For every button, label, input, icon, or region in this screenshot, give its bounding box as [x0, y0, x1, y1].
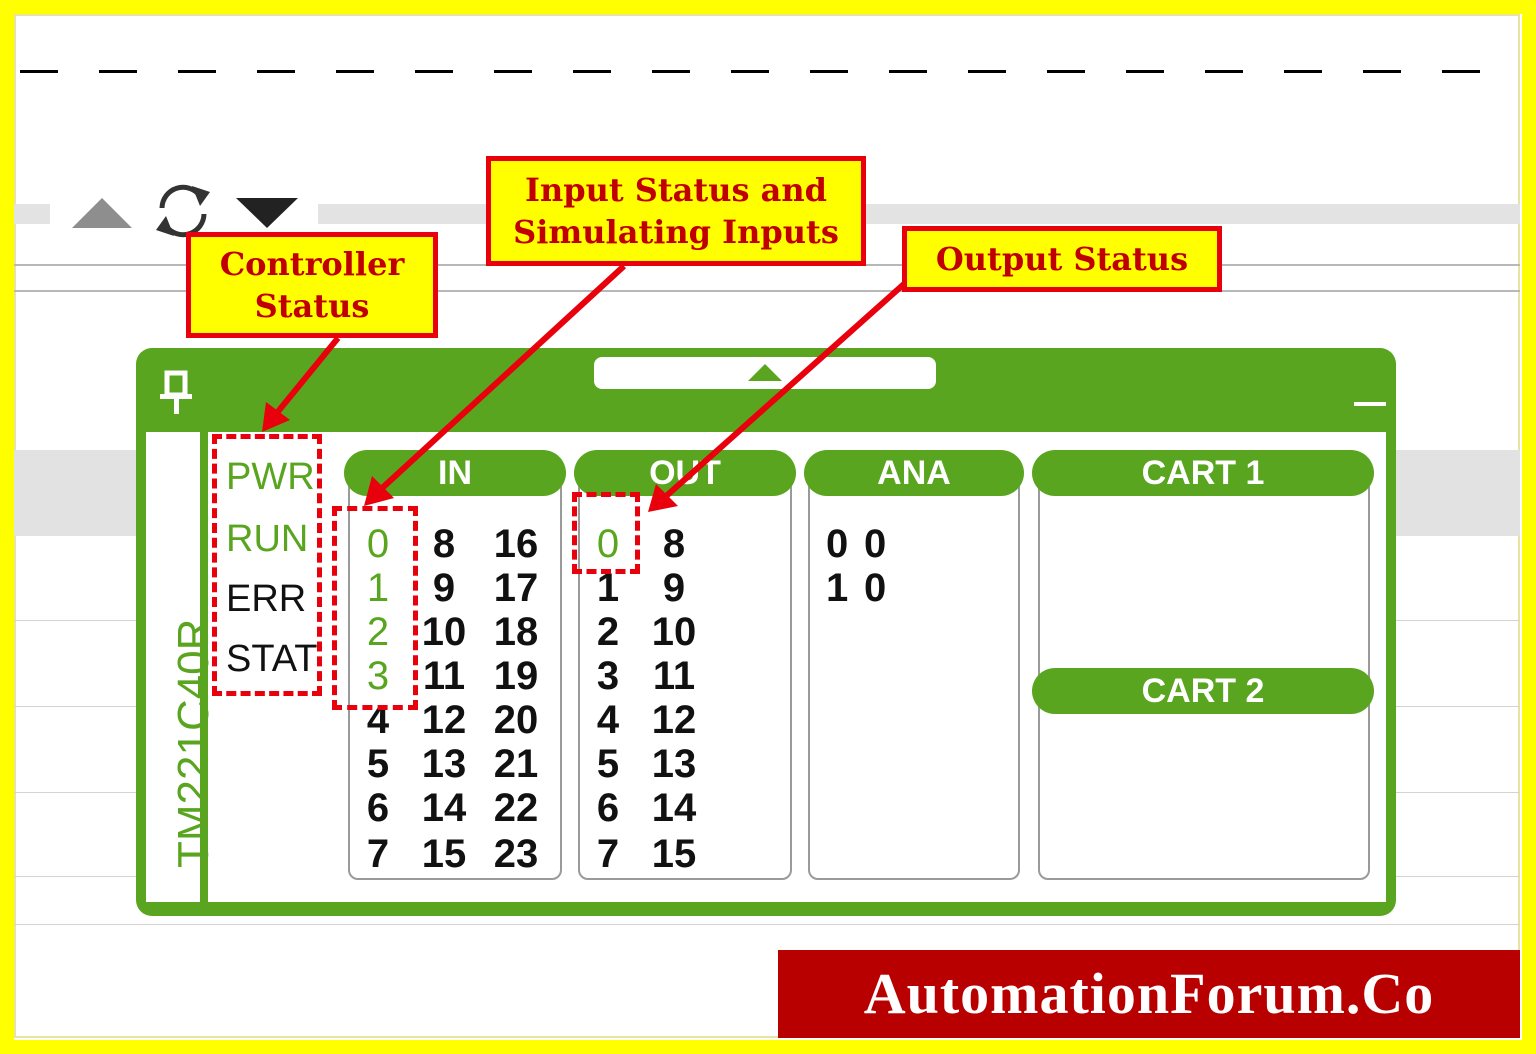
- out-channel-12: 12: [651, 698, 697, 742]
- in-channel-16[interactable]: 16: [493, 522, 539, 566]
- minimize-button[interactable]: [1354, 402, 1386, 406]
- panel-side-strip: [200, 432, 208, 902]
- watermark: AutomationForum.Co: [778, 950, 1520, 1038]
- in-channel-2[interactable]: 2: [366, 610, 390, 654]
- divider: [14, 290, 1520, 292]
- in-channel-15[interactable]: 15: [421, 832, 467, 876]
- status-run: RUN: [226, 518, 309, 560]
- collapse-up-icon: [748, 364, 782, 381]
- pin-icon[interactable]: [156, 370, 196, 416]
- in-channel-14[interactable]: 14: [421, 786, 467, 830]
- controller-status-highlight: [212, 434, 322, 696]
- out-channel-4: 4: [596, 698, 620, 742]
- ana-value: 0: [864, 566, 887, 610]
- scroll-up-icon[interactable]: [72, 198, 132, 228]
- in-channel-22[interactable]: 22: [493, 786, 539, 830]
- out-channel-2: 2: [596, 610, 620, 654]
- in-channel-23[interactable]: 23: [493, 832, 539, 876]
- ana-column: [808, 478, 1020, 880]
- out-channel-10: 10: [651, 610, 697, 654]
- in-column: [348, 478, 562, 880]
- in-channel-12[interactable]: 12: [421, 698, 467, 742]
- cart1-header: CART 1: [1032, 450, 1374, 496]
- cart2-header: CART 2: [1032, 668, 1374, 714]
- in-channel-9[interactable]: 9: [432, 566, 456, 610]
- output-status-highlight: [572, 492, 640, 574]
- input-status-highlight: [332, 506, 418, 710]
- out-channel-11: 11: [652, 654, 696, 698]
- in-channel-10[interactable]: 10: [421, 610, 467, 654]
- rung-dashed-line: [20, 70, 1490, 73]
- output-status-callout: Output Status: [902, 226, 1222, 292]
- out-column: [578, 478, 792, 880]
- status-stat: STAT: [226, 638, 318, 680]
- in-channel-18[interactable]: 18: [493, 610, 539, 654]
- ana-channel: 0: [826, 522, 849, 566]
- in-channel-17[interactable]: 17: [493, 566, 539, 610]
- in-channel-21[interactable]: 21: [493, 742, 539, 786]
- in-channel-11[interactable]: 11: [422, 654, 466, 698]
- in-channel-5[interactable]: 5: [366, 742, 390, 786]
- out-channel-9: 9: [662, 566, 686, 610]
- status-pwr: PWR: [226, 456, 315, 498]
- out-channel-1: 1: [596, 566, 620, 610]
- scroll-down-icon[interactable]: [236, 198, 298, 228]
- status-err: ERR: [226, 578, 307, 620]
- grid-line: [14, 924, 1520, 925]
- in-channel-0[interactable]: 0: [366, 522, 390, 566]
- in-channel-4[interactable]: 4: [366, 698, 390, 742]
- in-channel-3[interactable]: 3: [366, 654, 390, 698]
- in-channel-20[interactable]: 20: [493, 698, 539, 742]
- out-channel-14: 14: [651, 786, 697, 830]
- in-channel-8[interactable]: 8: [432, 522, 456, 566]
- input-status-callout: Input Status and Simulating Inputs: [486, 156, 866, 266]
- in-channel-19[interactable]: 19: [493, 654, 539, 698]
- in-channel-6[interactable]: 6: [366, 786, 390, 830]
- out-channel-5: 5: [596, 742, 620, 786]
- in-channel-13[interactable]: 13: [421, 742, 467, 786]
- out-channel-7: 7: [596, 832, 620, 876]
- out-channel-13: 13: [651, 742, 697, 786]
- in-channel-7[interactable]: 7: [366, 832, 390, 876]
- in-channel-1[interactable]: 1: [366, 566, 390, 610]
- out-channel-6: 6: [596, 786, 620, 830]
- ana-value: 0: [864, 522, 887, 566]
- out-channel-0: 0: [596, 522, 620, 566]
- toolbar-bar: [14, 204, 50, 224]
- ana-channel: 1: [826, 566, 849, 610]
- out-channel-15: 15: [651, 832, 697, 876]
- out-channel-8: 8: [662, 522, 686, 566]
- ana-header: ANA: [804, 450, 1024, 496]
- out-channel-3: 3: [596, 654, 620, 698]
- controller-status-callout: Controller Status: [186, 232, 438, 338]
